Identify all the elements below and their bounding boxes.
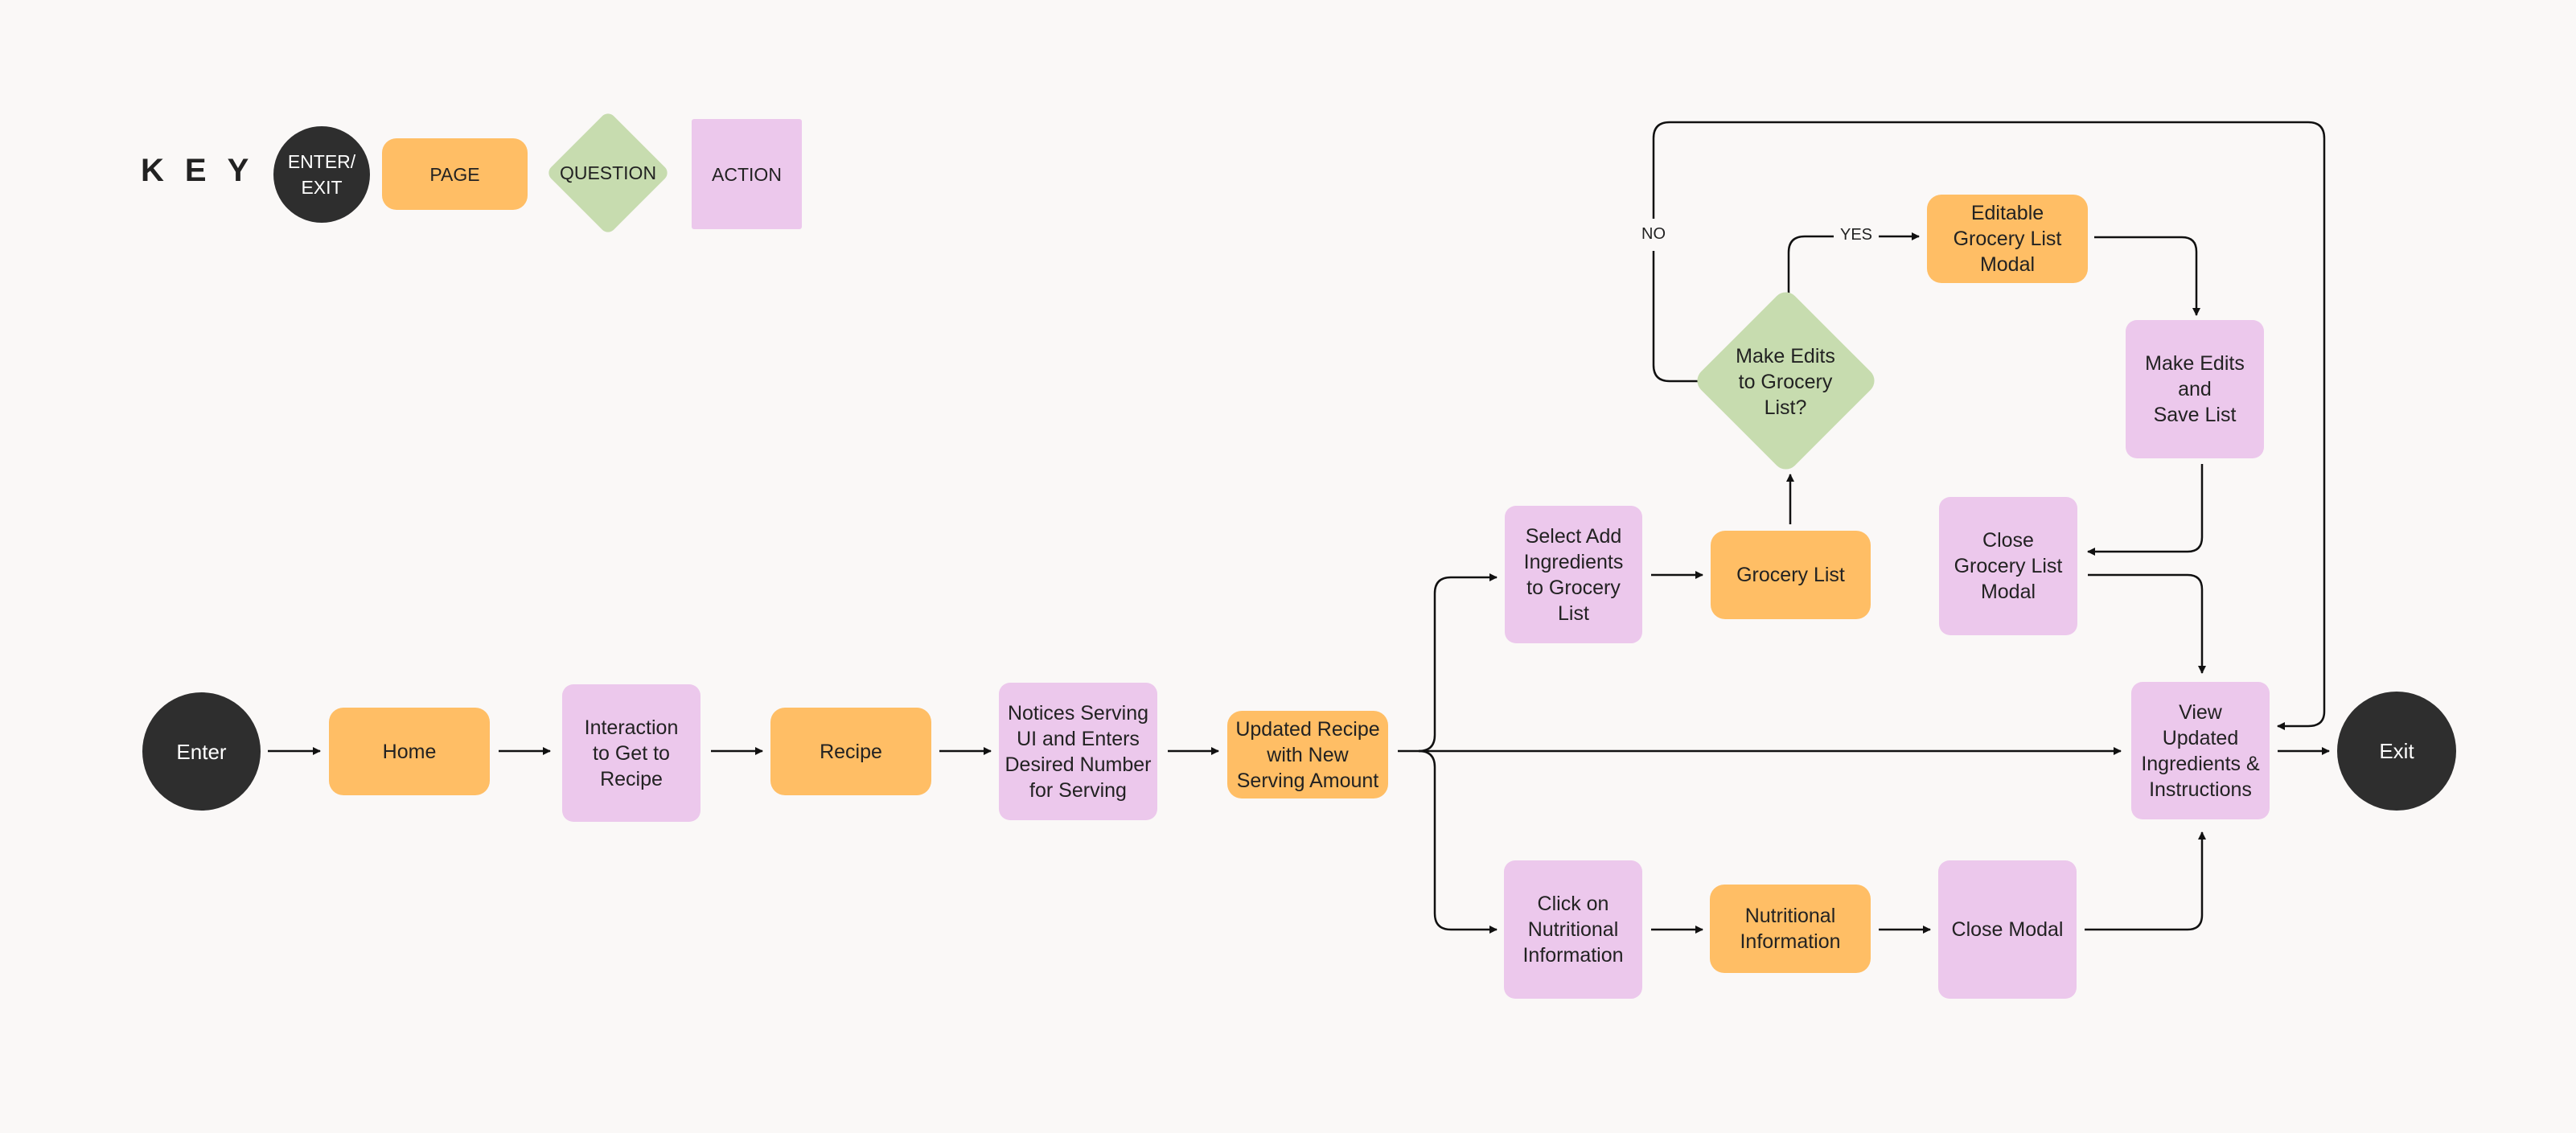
make-edits-question-label: Make Edits to Grocery List? — [1736, 345, 1835, 419]
editable-modal-label: Editable Grocery List Modal — [1953, 202, 2062, 276]
key-enter-exit-label: ENTER/ EXIT — [287, 151, 356, 198]
arrow-makeedits-close — [2087, 464, 2204, 556]
brace-updated-branches — [1398, 573, 1498, 753]
brace-updated-nutrition — [1418, 749, 1498, 934]
key-action: ACTION — [692, 119, 802, 229]
exit-node: Exit — [2337, 692, 2456, 811]
arrow-editable-makeedits — [2094, 236, 2200, 316]
arrow-question-no-loop — [1652, 121, 2326, 726]
notices-label: Notices Serving UI and Enters Desired Nu… — [1005, 701, 1152, 802]
interaction-action-node: Interaction to Get to Recipe — [562, 684, 700, 822]
arrow-close-view — [2088, 573, 2206, 674]
updated-recipe-label: Updated Recipe with New Serving Amount — [1235, 717, 1380, 792]
interaction-label: Interaction to Get to Recipe — [584, 716, 679, 790]
arrow-closemodal-view — [2085, 831, 2206, 931]
close-grocery-action-node: Close Grocery List Modal — [1939, 497, 2077, 635]
yes-label: YES — [1837, 226, 1876, 244]
key-page: PAGE — [382, 138, 528, 210]
view-updated-action-node: View Updated Ingredients & Instructions — [2131, 682, 2270, 819]
arrow-question-yes-editable — [1787, 236, 1919, 294]
key-question-label: QUESTION — [559, 162, 657, 183]
view-updated-label: View Updated Ingredients & Instructions — [2141, 700, 2260, 801]
click-nutrition-label: Click on Nutritional Information — [1522, 893, 1624, 967]
grocery-list-page-node: Grocery List — [1711, 531, 1871, 619]
editable-modal-page-node: Editable Grocery List Modal — [1927, 195, 2088, 283]
click-nutrition-action-node: Click on Nutritional Information — [1504, 860, 1642, 999]
home-label: Home — [382, 740, 437, 763]
enter-label: Enter — [176, 739, 227, 764]
nutritional-info-page-node: Nutritional Information — [1710, 885, 1871, 973]
close-grocery-label: Close Grocery List Modal — [1954, 529, 2063, 603]
key-enter-exit: ENTER/ EXIT — [273, 126, 370, 223]
notices-action-node: Notices Serving UI and Enters Desired Nu… — [999, 683, 1157, 820]
key-page-label: PAGE — [429, 163, 480, 185]
close-modal-label: Close Modal — [1951, 918, 2064, 941]
key-title: KEY — [141, 153, 270, 188]
no-label: NO — [1638, 225, 1669, 244]
select-add-action-node: Select Add Ingredients to Grocery List — [1505, 506, 1642, 643]
make-edits-save-action-node: Make Edits and Save List — [2126, 320, 2264, 458]
nutritional-info-label: Nutritional Information — [1740, 905, 1841, 953]
home-page-node: Home — [329, 708, 490, 795]
updated-recipe-page-node: Updated Recipe with New Serving Amount — [1227, 711, 1388, 798]
recipe-page-node: Recipe — [770, 708, 931, 795]
grocery-list-label: Grocery List — [1736, 564, 1845, 586]
exit-label: Exit — [2379, 739, 2414, 763]
close-modal-action-node: Close Modal — [1938, 860, 2077, 999]
recipe-label: Recipe — [820, 740, 882, 763]
enter-node: Enter — [142, 692, 261, 811]
make-edits-save-label: Make Edits and Save List — [2145, 352, 2245, 426]
select-add-label: Select Add Ingredients to Grocery List — [1523, 524, 1624, 625]
key-action-label: ACTION — [712, 163, 782, 185]
